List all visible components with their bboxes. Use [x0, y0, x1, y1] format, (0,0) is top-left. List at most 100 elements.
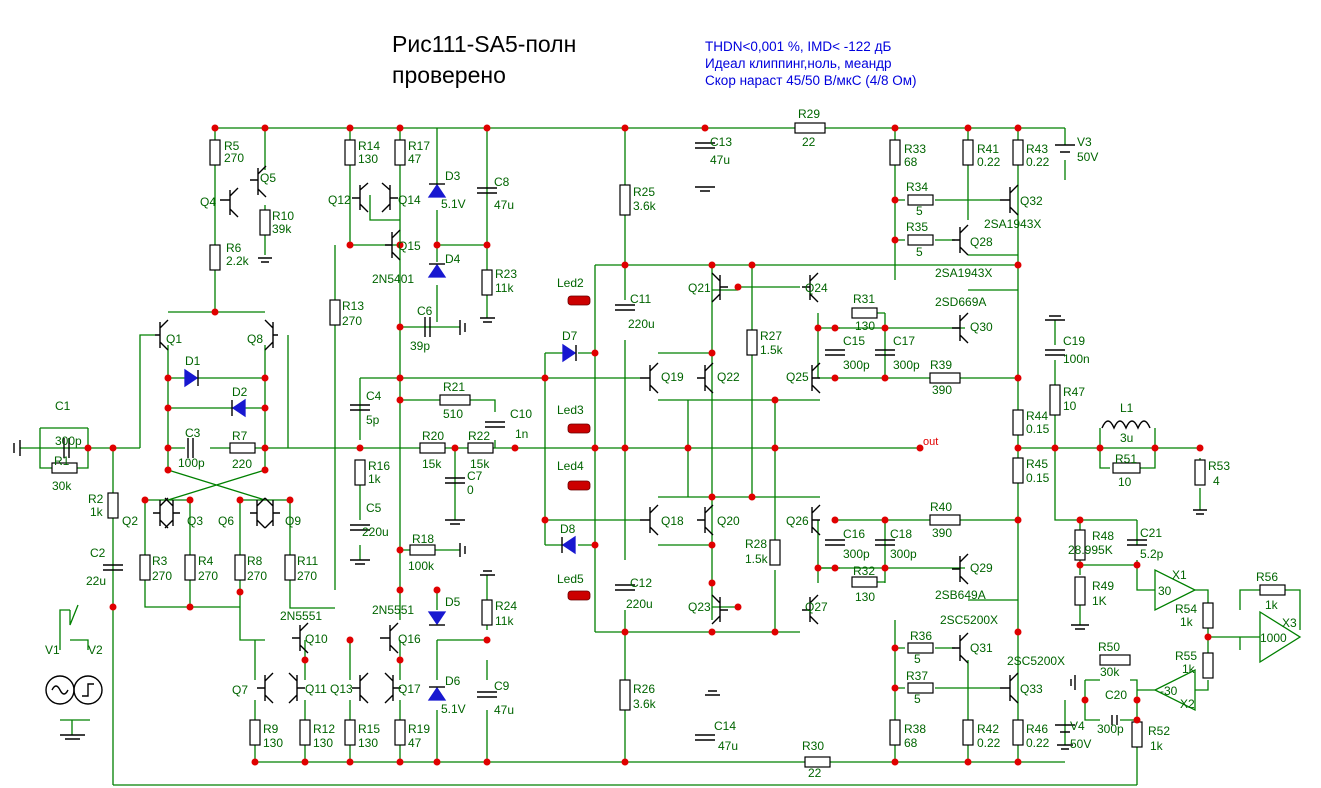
led-symbols	[567, 295, 591, 601]
resistor-symbols	[107, 139, 1214, 748]
label-val: 50V	[1077, 150, 1098, 164]
label-ref: R1	[54, 454, 70, 468]
label-val: 1k	[1150, 739, 1164, 753]
label-ref: Q12	[328, 193, 351, 207]
label-ref: R55	[1175, 649, 1197, 663]
label-ref: R19	[408, 722, 430, 736]
transistor-labels: Q1 Q2 Q3 Q4 Q5 Q6 Q7 Q8 Q9 Q10 Q11 Q12 Q…	[122, 171, 1043, 697]
label-val: 28.995K	[1068, 543, 1113, 557]
label-ref: Q28	[970, 235, 993, 249]
label-ref: R20	[422, 429, 444, 443]
label-ref: C10	[510, 407, 532, 421]
net-label-out: out	[923, 436, 938, 448]
label-ref: D1	[185, 354, 201, 368]
label-ref: Q20	[717, 514, 740, 528]
label-ref: R31	[853, 292, 875, 306]
label-val: 47u	[494, 703, 514, 717]
label-val: 100p	[178, 456, 205, 470]
label-ref: Q26	[786, 514, 809, 528]
label-ref: D3	[445, 169, 461, 183]
label-val: 15k	[422, 457, 442, 471]
label-ref: R49	[1092, 579, 1114, 593]
label-ref: L1	[1120, 401, 1134, 415]
label-val: 270	[342, 314, 362, 328]
label-part: 2SB649A	[935, 588, 986, 602]
label-val: 270	[297, 569, 317, 583]
label-part: 2N5551	[372, 603, 414, 617]
label-val: 220u	[628, 317, 655, 331]
label-ref: C17	[893, 334, 915, 348]
title-line-1: Рис111-SA5-полн	[392, 31, 576, 57]
label-val: 220	[232, 457, 252, 471]
label-val: 30k	[52, 479, 72, 493]
label-val: 15k	[470, 457, 490, 471]
label-ref: Q19	[661, 370, 684, 384]
label-ref: Q32	[1020, 194, 1043, 208]
label-val: 0	[467, 483, 474, 497]
label-ref: R25	[633, 185, 655, 199]
label-ref: R23	[495, 267, 517, 281]
label-part: 2SD669A	[935, 295, 986, 309]
label-ref: R37	[906, 669, 928, 683]
label-ref: R35	[906, 220, 928, 234]
label-ref: Q1	[166, 332, 182, 346]
label-val: 30k	[1100, 665, 1120, 679]
label-ref: C5	[366, 501, 382, 515]
label-ref: V3	[1077, 135, 1092, 149]
source-symbols	[45, 144, 1075, 733]
note-1: THDN<0,001 %, IMD< -122 дБ	[705, 39, 891, 54]
label-part: 2SC5200X	[940, 613, 998, 627]
label-led: Led4	[557, 459, 584, 473]
label-val: 50V	[1070, 737, 1091, 751]
label-ref: R44	[1026, 409, 1048, 423]
label-ref: R40	[930, 500, 952, 514]
label-ref: V2	[88, 643, 103, 657]
label-ref: Q5	[260, 171, 276, 185]
label-val: 220u	[362, 525, 389, 539]
label-val: 1k	[90, 505, 104, 519]
label-ref: R53	[1208, 459, 1230, 473]
label-val: 300p	[55, 434, 82, 448]
label-val: 68	[904, 155, 918, 169]
label-val: 300p	[893, 358, 920, 372]
label-ref: R9	[263, 722, 279, 736]
label-ref: C20	[1105, 688, 1127, 702]
label-val: 47	[408, 736, 422, 750]
capacitor-symbols	[63, 142, 1147, 741]
label-part: 2N5401	[372, 272, 414, 286]
label-ref: R7	[232, 429, 248, 443]
label-ref: Q6	[218, 514, 234, 528]
label-ref: R56	[1256, 570, 1278, 584]
label-val: 300p	[1097, 722, 1124, 736]
label-val: 100k	[408, 559, 435, 573]
label-val: 1k	[1182, 662, 1196, 676]
label-val: 22u	[86, 574, 106, 588]
label-ref: X3	[1282, 616, 1297, 630]
label-val: 390	[932, 383, 952, 397]
label-ref: C2	[90, 546, 106, 560]
label-val: 11k	[495, 281, 514, 295]
label-ref: C13	[710, 135, 732, 149]
label-ref: R52	[1148, 724, 1170, 738]
label-ref: R39	[930, 358, 952, 372]
label-ref: Q15	[398, 239, 421, 253]
label-val: 5.1V	[441, 197, 466, 211]
resistor-symbols-h	[51, 122, 1286, 768]
label-val: 220u	[626, 597, 653, 611]
label-ref: C19	[1063, 334, 1085, 348]
label-val: 0.22	[1026, 155, 1050, 169]
label-val: 10	[1118, 475, 1132, 489]
label-ref: Q25	[786, 370, 809, 384]
label-val: 5p	[366, 413, 380, 427]
label-ref: R43	[1026, 142, 1048, 156]
label-led: Led2	[557, 276, 584, 290]
label-ref: Q22	[717, 370, 740, 384]
label-ref: Q9	[285, 514, 301, 528]
label-ref: Q4	[200, 195, 216, 209]
label-ref: R10	[272, 209, 294, 223]
label-ref: X1	[1172, 568, 1187, 582]
label-ref: C14	[714, 719, 736, 733]
label-ref: C8	[494, 175, 510, 189]
